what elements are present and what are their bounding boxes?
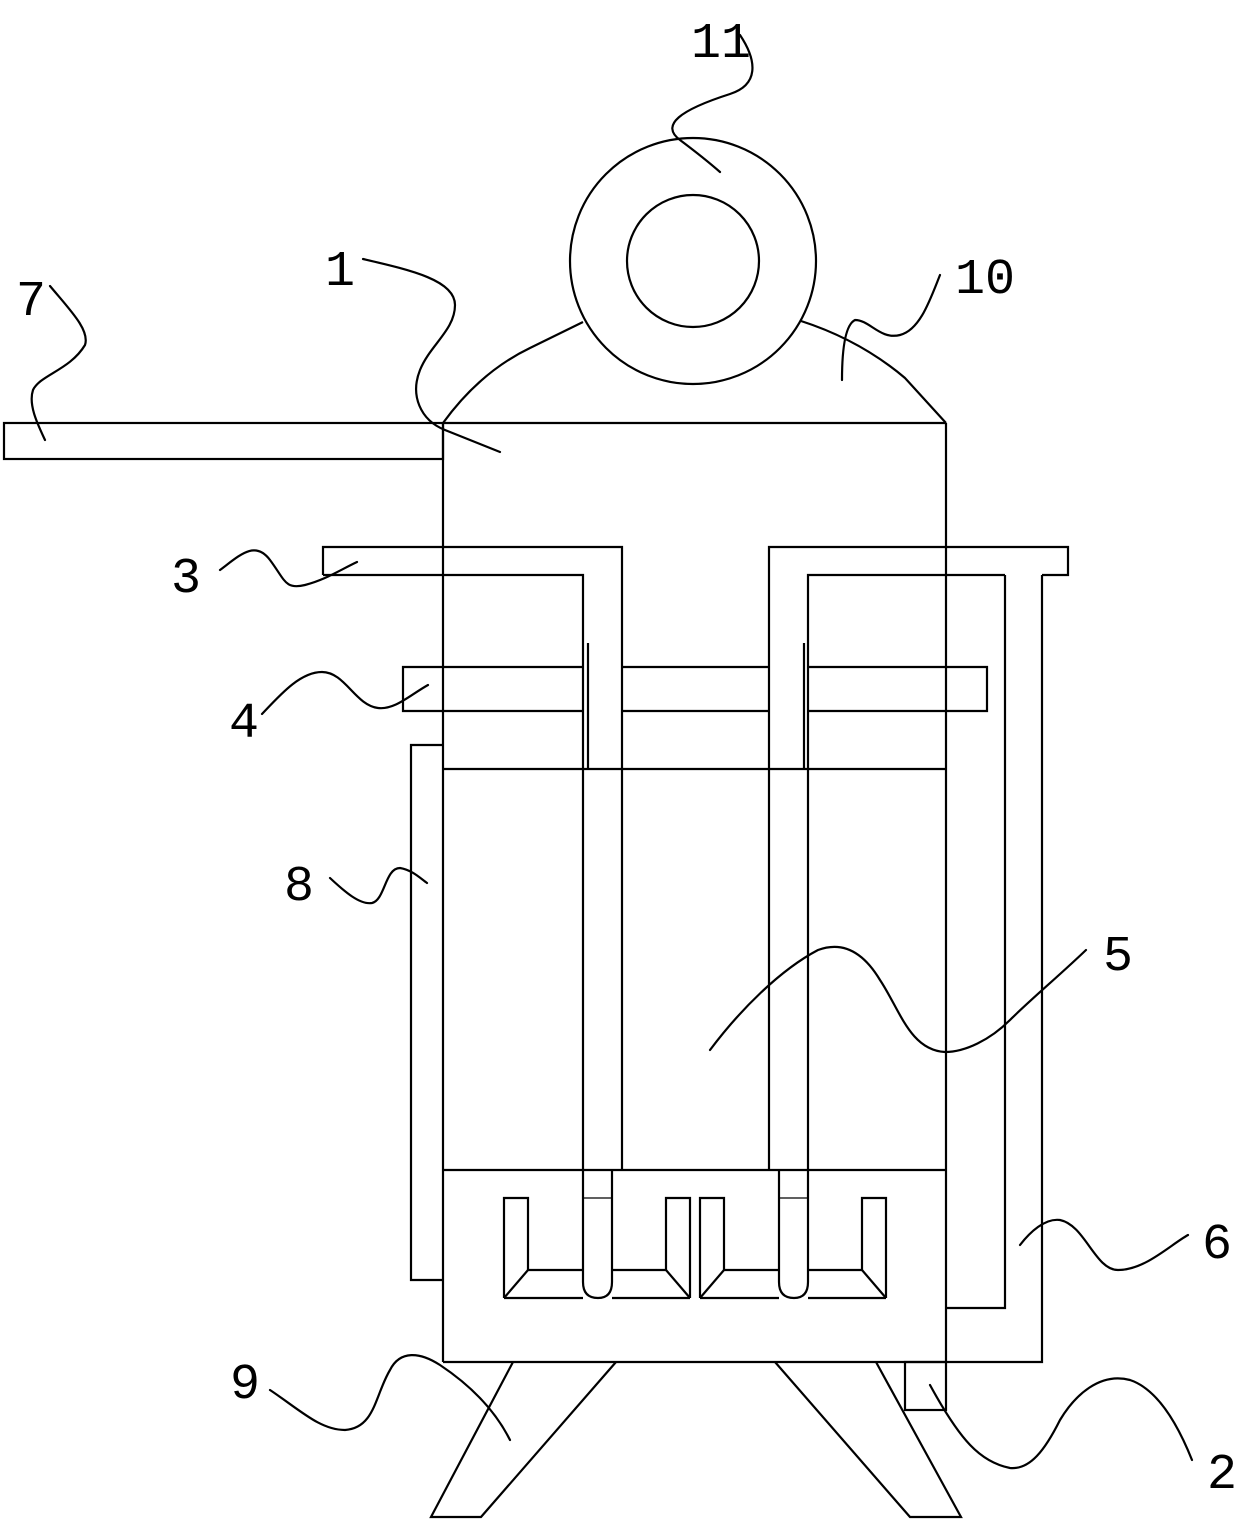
drain-outlet xyxy=(903,1360,948,1412)
leader-5 xyxy=(708,945,1088,1054)
label-9: 9 xyxy=(230,1357,260,1414)
leader-7 xyxy=(30,284,87,442)
cross-bar xyxy=(401,665,989,713)
right-pipe xyxy=(767,545,1070,1170)
leader-6 xyxy=(1018,1218,1190,1272)
motor-ring xyxy=(568,136,818,386)
leader-11 xyxy=(671,33,754,174)
label-8: 8 xyxy=(284,859,314,916)
support-legs xyxy=(429,1361,963,1519)
label-4: 4 xyxy=(229,696,259,753)
leader-3 xyxy=(218,549,359,588)
leader-9 xyxy=(268,1354,512,1442)
stirring-blades xyxy=(502,1170,888,1300)
leader-10 xyxy=(840,273,942,382)
tank-body xyxy=(441,421,948,1364)
inlet-pipe xyxy=(2,421,445,461)
leader-1 xyxy=(361,257,502,454)
leader-4 xyxy=(260,670,430,716)
side-panel xyxy=(409,743,443,1282)
leader-8 xyxy=(328,866,429,905)
label-1: 1 xyxy=(325,244,355,301)
label-10: 10 xyxy=(955,252,1015,309)
label-3: 3 xyxy=(171,551,201,608)
label-2: 2 xyxy=(1207,1447,1237,1504)
left-pipe xyxy=(321,545,624,1170)
label-5: 5 xyxy=(1103,929,1133,986)
label-6: 6 xyxy=(1202,1217,1232,1274)
label-11: 11 xyxy=(691,16,751,73)
return-pipe xyxy=(946,575,1044,1364)
label-7: 7 xyxy=(16,274,46,331)
dome-top xyxy=(442,319,947,424)
leader-2 xyxy=(928,1377,1194,1470)
reference-numerals: 11 10 1 7 3 4 8 5 6 9 2 xyxy=(16,16,1237,1504)
leader-lines xyxy=(30,33,1194,1470)
